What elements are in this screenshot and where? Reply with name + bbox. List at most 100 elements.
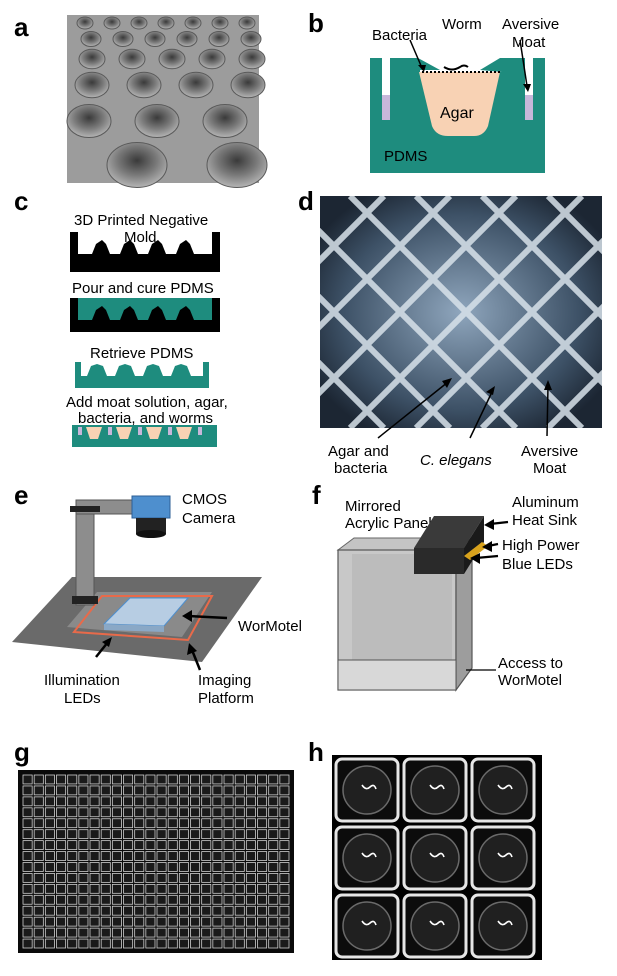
plate-well: [234, 873, 245, 883]
plate-well: [279, 785, 290, 796]
plate-well: [201, 829, 212, 840]
celegans-label: C. elegans: [420, 452, 492, 469]
wormotel-e-label: WorMotel: [238, 618, 302, 635]
plate-well: [223, 883, 234, 894]
plate-well: [56, 774, 67, 785]
plate-well: [201, 916, 212, 927]
plate-well: [78, 774, 89, 785]
plate-well: [123, 862, 134, 872]
plate-well: [56, 829, 67, 840]
plate-well: [89, 862, 100, 872]
plate-well: [178, 796, 189, 807]
plate-well: [111, 938, 122, 949]
plate-well: [178, 851, 189, 861]
plate-well: [223, 938, 234, 949]
worm-mark: [429, 920, 445, 926]
plate-well: [178, 938, 189, 949]
plate-well: [100, 883, 111, 894]
plate-well: [89, 840, 100, 850]
plate-well: [245, 818, 256, 829]
plate-well: [156, 916, 167, 927]
plate-well: [279, 796, 290, 807]
plate-well: [223, 840, 234, 850]
plate-grid: [22, 774, 290, 949]
plate-well: [67, 796, 78, 807]
plate-well: [67, 818, 78, 829]
plate-well: [268, 862, 279, 872]
plate-well: [145, 829, 156, 840]
plate-well: [257, 894, 268, 905]
step1-line2: Mold: [124, 229, 157, 246]
plate-well: [33, 938, 44, 949]
plate-well: [56, 883, 67, 894]
well-cavity: [202, 104, 248, 138]
plate-well: [212, 774, 223, 785]
plate-well: [33, 818, 44, 829]
illumination-label: Illumination: [44, 672, 120, 689]
plate-well: [212, 916, 223, 927]
plate-well: [190, 785, 201, 796]
plate-well: [257, 807, 268, 818]
plate-well: [78, 796, 89, 807]
plate-well: [167, 818, 178, 829]
plate-well: [190, 862, 201, 872]
plate-well: [167, 894, 178, 905]
plate-well: [223, 796, 234, 807]
plate-well: [279, 829, 290, 840]
plate-well: [44, 774, 55, 785]
plate-well: [67, 851, 78, 861]
plate-well: [223, 905, 234, 916]
plate-well: [44, 829, 55, 840]
plate-well: [22, 862, 33, 872]
plate-well: [111, 807, 122, 818]
plate-well: [33, 796, 44, 807]
camera-label: Camera: [182, 510, 236, 527]
plate-well: [201, 927, 212, 938]
plate-well: [145, 894, 156, 905]
plate-well: [111, 894, 122, 905]
plate-well: [111, 905, 122, 916]
plate-well: [279, 818, 290, 829]
plate-well: [156, 862, 167, 872]
grid-wall: [545, 369, 602, 428]
plate-well: [89, 894, 100, 905]
pdms-label: PDMS: [384, 148, 428, 165]
plate-well: [156, 785, 167, 796]
plate-well: [22, 818, 33, 829]
plate-well: [156, 774, 167, 785]
plate-well: [134, 818, 145, 829]
plate-well: [257, 927, 268, 938]
plate-well: [145, 851, 156, 861]
plate-well: [156, 873, 167, 883]
plate-well: [67, 894, 78, 905]
plate-well: [56, 927, 67, 938]
panel-h-label: h: [308, 737, 324, 767]
plate-well: [234, 938, 245, 949]
aluminum-label: Aluminum: [512, 494, 579, 511]
plate-well: [156, 938, 167, 949]
plate-well: [145, 796, 156, 807]
plate-well: [33, 785, 44, 796]
plate-well: [167, 796, 178, 807]
plate-well: [67, 807, 78, 818]
plate-well: [89, 916, 100, 927]
plate-well: [234, 818, 245, 829]
well-cavity: [76, 16, 94, 30]
plate-well: [89, 938, 100, 949]
heatsink-label: Heat Sink: [512, 512, 578, 529]
worm-mark: [361, 920, 377, 926]
plate-well: [190, 840, 201, 850]
plate-well: [234, 851, 245, 861]
plate-well: [167, 916, 178, 927]
plate-well: [190, 873, 201, 883]
plate-well: [190, 818, 201, 829]
plate-well: [78, 840, 89, 850]
plate-well: [67, 905, 78, 916]
step2-label: Pour and cure PDMS: [72, 280, 214, 297]
plate-well: [134, 927, 145, 938]
agar-pad: [478, 833, 528, 883]
plate-well: [89, 774, 100, 785]
plate-well: [279, 927, 290, 938]
plate-well: [67, 862, 78, 872]
plate-well: [212, 905, 223, 916]
